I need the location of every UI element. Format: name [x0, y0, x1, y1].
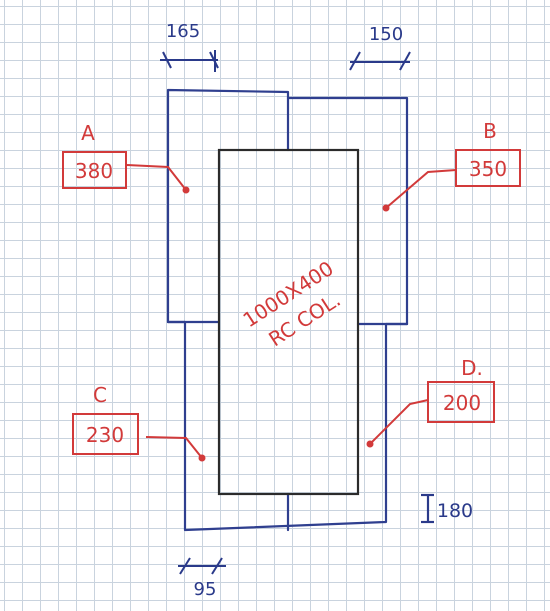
label-d-letter: D.	[461, 356, 483, 380]
dimension-bottom-left-value: 95	[194, 579, 217, 600]
label-d-leader	[369, 399, 429, 445]
label-c-value: 230	[86, 423, 124, 447]
label-d-point	[366, 440, 374, 448]
label-a-point	[182, 186, 190, 194]
label-c-letter: C	[93, 383, 107, 407]
label-a-letter: A	[81, 121, 95, 145]
label-a: A 380	[62, 121, 190, 194]
dimension-top-left	[160, 50, 219, 72]
dimension-top-left-value: 165	[166, 21, 200, 42]
label-d: D. 200	[366, 356, 495, 448]
label-a-box	[62, 151, 127, 189]
column-label: 1000X400 RC COL.	[239, 256, 345, 351]
label-c-box	[72, 413, 139, 455]
label-c: C 230	[72, 383, 206, 462]
label-c-leader	[145, 436, 203, 459]
label-b-point	[382, 204, 390, 212]
label-b-letter: B	[483, 119, 497, 143]
dimension-top-right-value: 150	[369, 24, 403, 45]
label-b: B 350	[382, 119, 521, 212]
rc-column	[217, 148, 360, 496]
dimension-bottom-left	[178, 557, 226, 575]
label-b-box	[455, 149, 521, 187]
casing-outline	[166, 88, 409, 532]
label-d-box	[427, 381, 495, 423]
upper-casing	[166, 88, 409, 326]
dimension-bottom-right	[421, 493, 434, 524]
label-c-point	[198, 454, 206, 462]
dimension-bottom-right-value: 180	[437, 500, 473, 522]
label-b-leader	[385, 169, 457, 209]
label-d-value: 200	[443, 391, 481, 415]
label-a-value: 380	[75, 159, 113, 183]
label-b-value: 350	[469, 157, 507, 181]
label-a-leader	[125, 164, 187, 191]
dimension-top-right	[349, 51, 411, 71]
